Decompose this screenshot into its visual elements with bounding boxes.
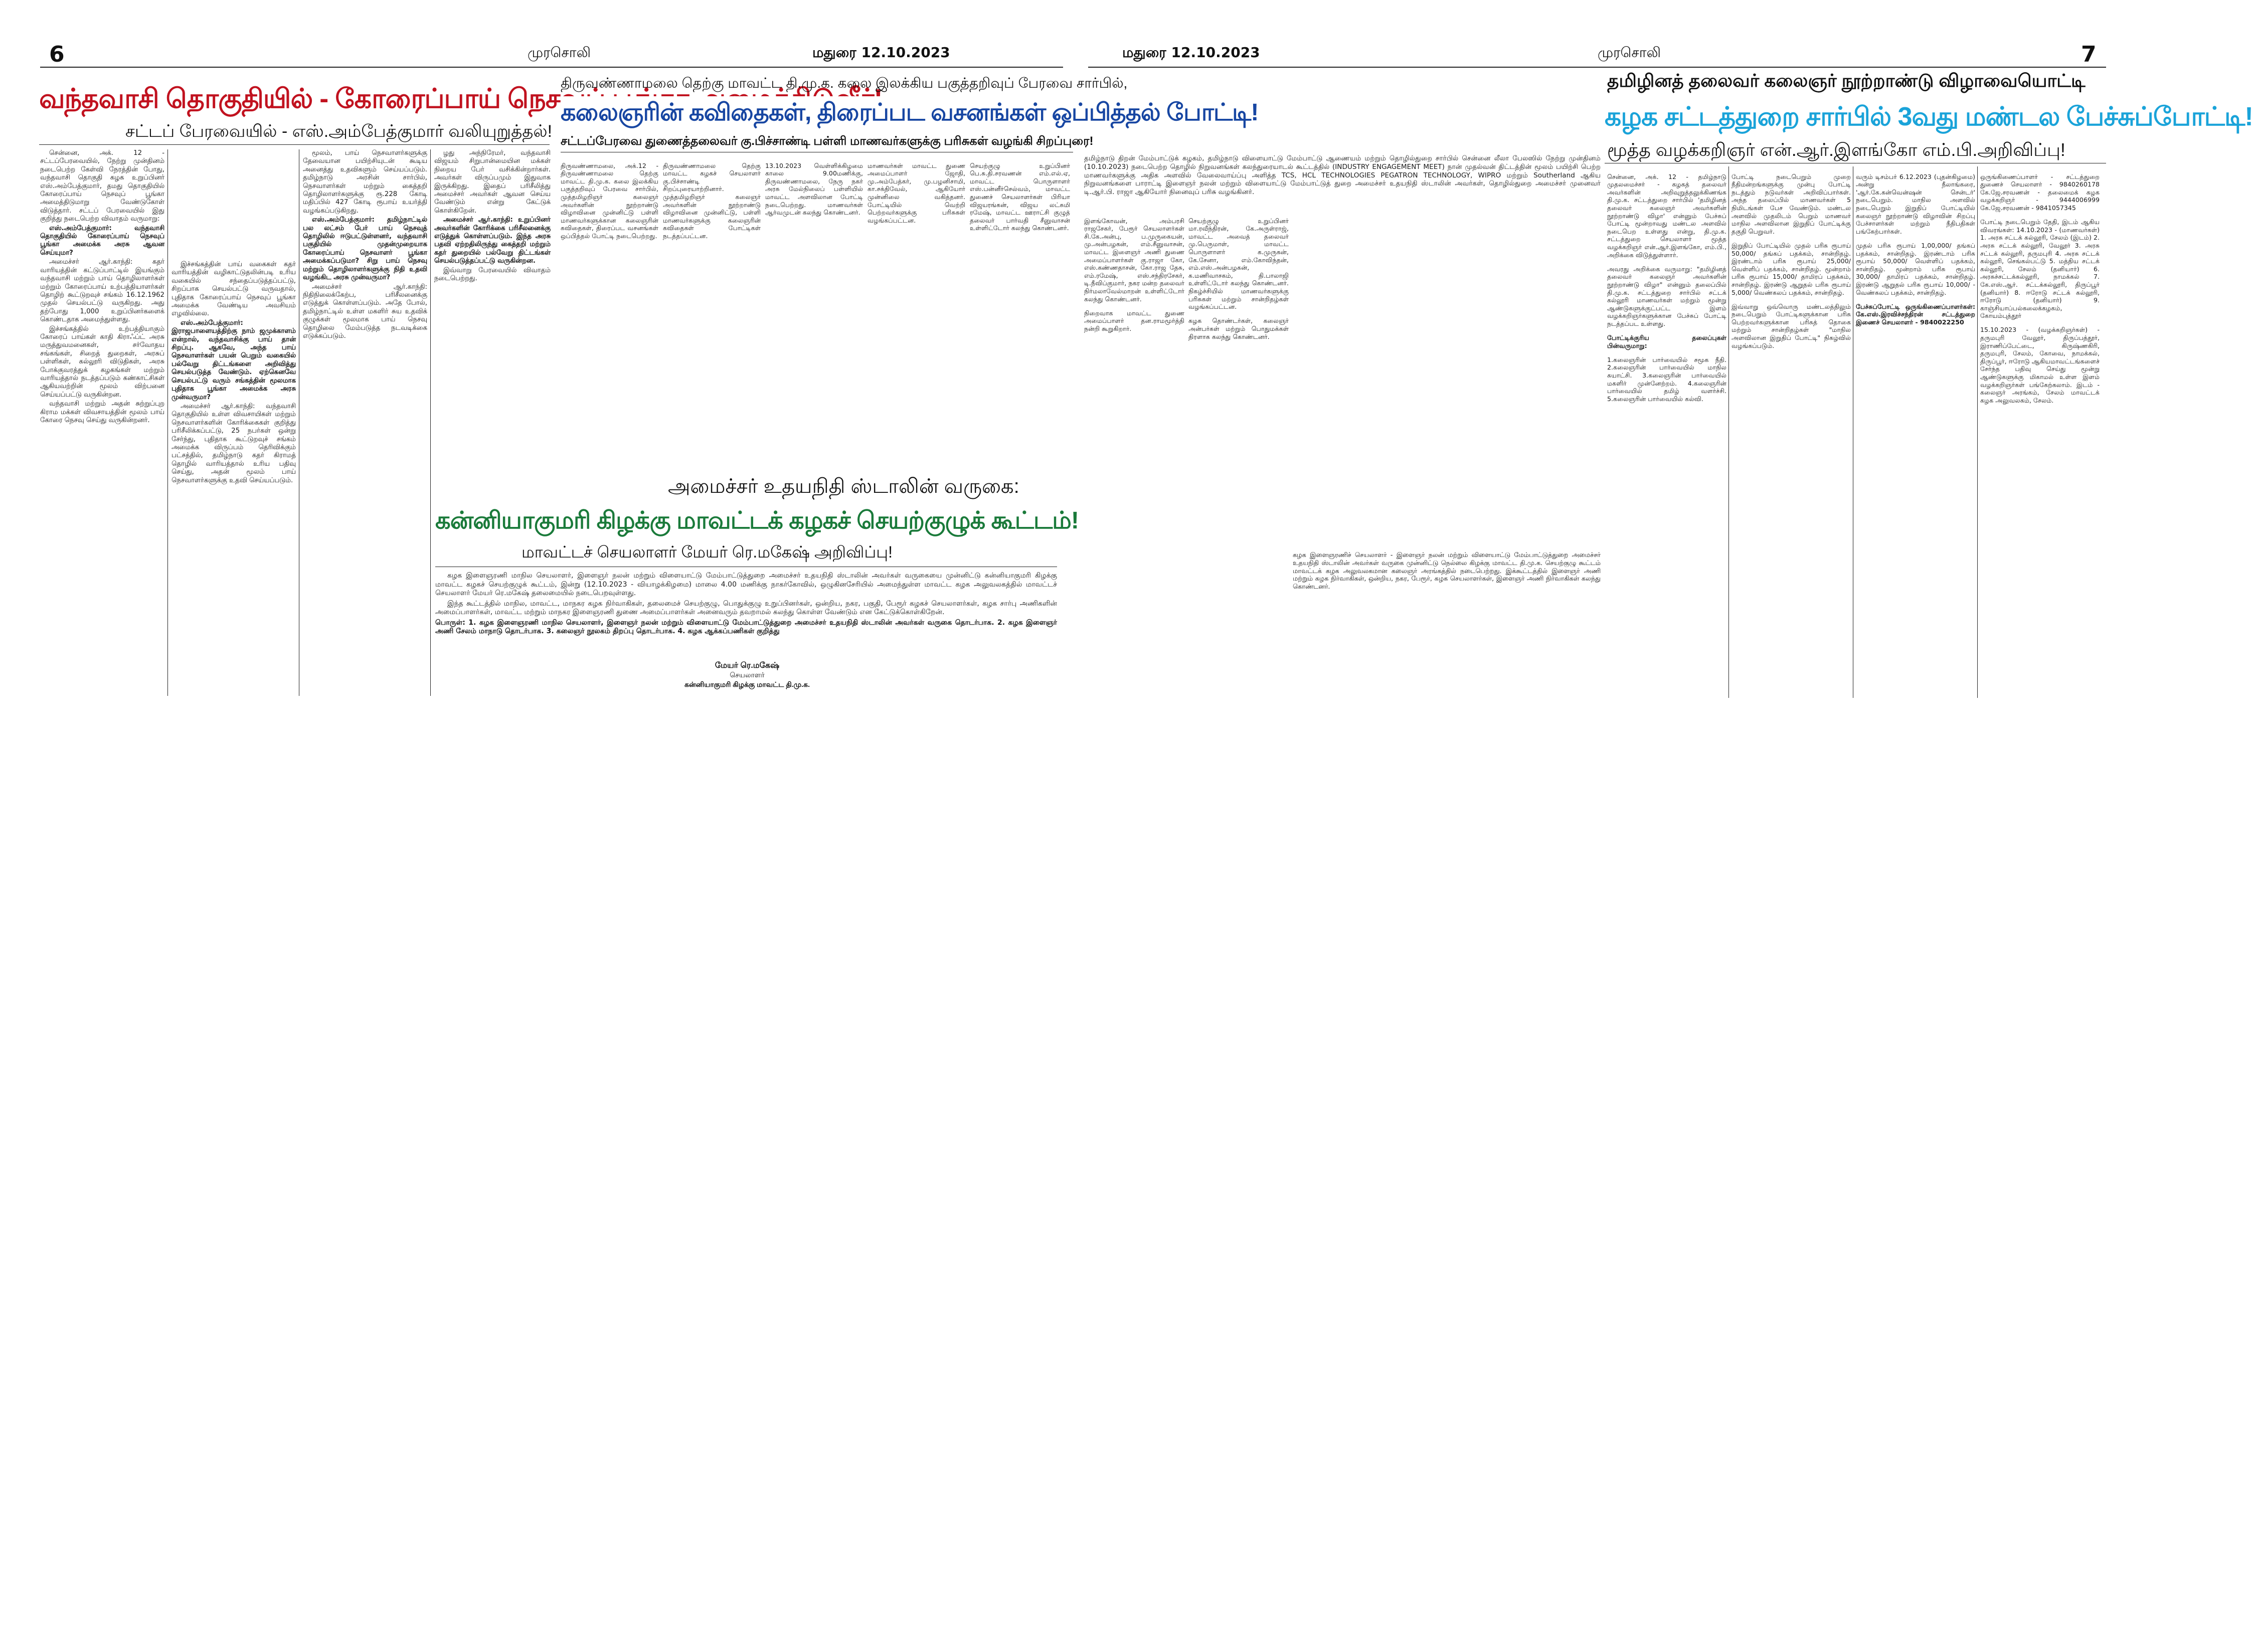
story2-subhead: சட்டப்பேரவை துணைத்தலைவர் கு.பிச்சாண்டி ப… [561,134,1094,148]
story3-body: கழக இளைஞரணி மாநில செயலாளர், இளைஞர் நலன் … [435,572,1057,657]
right-story2-paragraph: இவ்வாறு ஒவ்வொரு மண்டலத்திலும் நடைபெறும் … [1731,302,1851,349]
right-story2-paragraph: அவரது அறிக்கை வருமாறு: "தமிழினத் தலைவர் … [1607,265,1726,327]
column-rule [430,149,431,696]
story1-paragraph: மூலம், பாய் நெசவாளர்களுக்கு தேவையான பயிற… [303,149,427,215]
right-header-rule [1088,67,2106,68]
story3-kicker: அமைச்சர் உதயநிதி ஸ்டாலின் வருகை: [668,475,1019,497]
story1-headline: வந்தவாசி தொகுதியில் - கோரைப்பாய் நெசவுப்… [39,80,883,117]
right-story1-column-2: செயற்குழு உறுப்பினர் மா.ரவீந்திரன், கே.அ… [1188,211,1289,446]
column-rule [1977,166,1978,698]
left-page-number: 6 [49,42,65,67]
right-story2-paragraph: 15.10.2023 - (வழக்கறிஞர்கள்) - தருமபுரி … [1980,326,2100,404]
right-story2-paragraph: வரும் டிசம்பர் 6.12.2023 (புதன்கிழமை) அன… [1856,172,1975,235]
column-rule [167,149,168,696]
story1-paragraph: இச்சங்கத்தில் உற்பத்தியாகும் கோரைப் பாய்… [40,325,164,399]
story3-headline: கன்னியாகுமரி கிழக்கு மாவட்டக் கழகச் செயற… [435,503,1079,539]
right-story2-paragraph: போட்டிக்குரிய தலைப்புகள் பின்வருமாறு: [1607,334,1726,349]
right-story2-kicker: தமிழினத் தலைவர் கலைஞர் நூற்றாண்டு விழாவை… [1607,70,2086,91]
right-story2-headline: கழக சட்டத்துறை சார்பில் 3வது மண்டல பேச்ச… [1605,98,2253,135]
story2-column-2: திருவண்ணாமலை தெற்கு மாவட்ட கழகச் செயலாளர… [663,155,761,436]
right-story2-column-1: சென்னை, அக். 12 - தமிழ்நாடு முதலமைச்சர் … [1607,166,1726,698]
story2-kicker: திருவண்ணாமலை தெற்கு மாவட்ட தி.மு.க. கலை … [561,75,1128,91]
right-story2-column-3: வரும் டிசம்பர் 6.12.2023 (புதன்கிழமை) அன… [1856,166,1975,698]
story1-paragraph: ழது அந்நிரேமர், வந்தவாசி விஜயம் சிறுபான்… [434,149,551,215]
story1-column-2: இச்சங்கத்தின் பாய் வகைகள் கதர் வாரியத்தி… [171,261,296,697]
story1-paragraph: அமைச்சர் ஆர்.காந்தி: உறுப்பினர் அவர்களின… [434,216,551,265]
signature-role: செயலாளர் [730,671,765,679]
story3-paragraph: இந்த கூட்டத்தில் மாநில, மாவட்ட, மாநகர கழ… [435,599,1057,617]
right-story2-paragraph: ஒருங்கிணைப்பாளர் - சட்டத்துறை துணைச் செய… [1980,172,2100,212]
right-story1-intro: தமிழ்நாடு திறன் மேம்பாட்டுக் கழகம், தமிழ… [1084,154,1601,205]
story3-agenda: பொருள்: 1. கழக இளைஞரணி மாநில செயலாளர், இ… [435,618,1057,636]
story2-paragraph: திருவண்ணாமலை தெற்கு மாவட்ட கழகச் செயலாளர… [663,161,761,240]
story2-headline: கலைஞரின் கவிதைகள், திரைப்பட வசனங்கள் ஒப்… [561,96,1259,129]
right-story1-paragraph: செயற்குழு உறுப்பினர் மா.ரவீந்திரன், கே.அ… [1188,217,1289,311]
left-header-rule [40,67,1063,68]
right-masthead: முரசொலி [1598,44,1661,61]
story2-column-1: திருவண்ணாமலை, அக்.12 - திருவண்ணாமலை தெற்… [561,155,658,436]
right-story1-column-1: இளங்கோவன், அம்பரசி ராஜசேகர், பேரூர் செயல… [1084,211,1184,446]
right-story1-caption-text: கழக இளைஞரணிச் செயலாளர் - இளைஞர் நலன் மற்… [1293,552,1601,591]
story1-paragraph: இச்சங்கத்தின் பாய் வகைகள் கதர் வாரியத்தி… [171,261,296,318]
story1-paragraph: சென்னை, அக். 12 - சட்டப்பேரவையில், நேற்ற… [40,149,164,223]
story2-paragraph: மாணவர்கள் மாவட்ட துணை அமைப்பாளர் ஜோதி, ம… [868,161,965,224]
right-story1-paragraph: நிறைவாக மாவட்ட துணை அமைப்பாளர் தன.ராமமூர… [1084,309,1184,332]
story1-paragraph: எஸ்.அம்பேத்குமார்: இராஜபாளையத்திற்கு நாம… [171,319,296,401]
story1-paragraph: வந்தவாசி மற்றும் அதன் சுற்றுப்புற கிராம … [40,400,164,424]
right-story2-paragraph: போட்டி நடைபெறும் தேதி, இடம் ஆகிய விவரங்க… [1980,218,2100,320]
story3-subhead: மாவட்டச் செயலாளர் மேயர் ரெ.மகேஷ் அறிவிப்… [522,543,893,561]
story1-column-1: சென்னை, அக். 12 - சட்டப்பேரவையில், நேற்ற… [40,149,164,696]
story1-column-4: ழது அந்நிரேமர், வந்தவாசி விஜயம் சிறுபான்… [434,149,551,530]
story3-paragraph: கழக இளைஞரணி மாநில செயலாளர், இளைஞர் நலன் … [435,572,1057,597]
right-story2-column-4: ஒருங்கிணைப்பாளர் - சட்டத்துறை துணைச் செய… [1980,166,2100,698]
story1-paragraph: அமைச்சர் ஆர்.காந்தி: நிதிநிலைக்கேற்ப, பர… [303,283,427,340]
story2-column-3: 13.10.2023 வெள்ளிக்கிழமை காலை 9.00மணிக்க… [765,155,863,436]
story2-paragraph: செயற்குழு உறுப்பினர் பெ.சு.தி.சரவணன் எம்… [970,161,1070,232]
right-story2-paragraph: முதல் பரிசு ரூபாய் 1,00,000/ தங்கப் பதக்… [1856,241,1975,296]
story1-subhead: சட்டப் பேரவையில் - எஸ்.அம்பேத்குமார் வலி… [125,122,553,141]
right-story2-paragraph: 1.கலைஞரின் பார்வையில் சமூக நீதி. 2.கலைஞர… [1607,355,1726,403]
right-story2-subhead: மூத்த வழக்கறிஞர் என்.ஆர்.இளங்கோ எம்.பி.அ… [1607,139,2065,160]
story2-paragraph: திருவண்ணாமலை, அக்.12 - திருவண்ணாமலை தெற்… [561,161,658,240]
left-masthead: முரசொலி [528,44,591,61]
story1-paragraph: அமைச்சர் ஆர்.காந்தி: வந்தவாசி தொகுதியில்… [171,402,296,484]
right-story1-paragraph: தமிழ்நாடு திறன் மேம்பாட்டுக் கழகம், தமிழ… [1084,154,1601,197]
right-story2-paragraph: சென்னை, அக். 12 - தமிழ்நாடு முதலமைச்சர் … [1607,172,1726,259]
story2-paragraph: 13.10.2023 வெள்ளிக்கிழமை காலை 9.00மணிக்க… [765,161,863,217]
column-rule [1728,166,1729,698]
story1-paragraph: எஸ்.அம்பேத்குமார்: வந்தவாசி தொகுதியில் க… [40,224,164,257]
signature-district: கன்னியாகுமரி கிழக்கு மாவட்ட தி.மு.க. [684,680,810,688]
right-dateline: மதுரை 12.10.2023 [1122,44,1260,61]
story1-rule [39,144,550,145]
story1-paragraph: இவ்வாறு பேரவையில் விவாதம் நடைபெற்றது. [434,266,551,283]
right-page-number: 7 [2081,42,2097,67]
story1-column-3: மூலம், பாய் நெசவாளர்களுக்கு தேவையான பயிற… [303,149,427,696]
right-story2-column-2: போட்டி நடைபெறும் முறை நீதிமன்றங்களுக்கு … [1731,166,1851,698]
right-story1-paragraph: இளங்கோவன், அம்பரசி ராஜசேகர், பேரூர் செயல… [1084,217,1184,303]
left-dateline: மதுரை 12.10.2023 [812,44,950,61]
story1-paragraph: எஸ்.அம்பேத்குமார்: தமிழ்நாட்டில் பல லட்ச… [303,216,427,282]
right-story2-paragraph: இறுதிப் போட்டியில் முதல் பரிசு ரூபாய் 50… [1731,241,1851,296]
right-story2-paragraph: போட்டி நடைபெறும் முறை நீதிமன்றங்களுக்கு … [1731,172,1851,235]
story1-paragraph: அமைச்சர் ஆர்.காந்தி: கதர் வாரியத்தின் கட… [40,258,164,324]
right-story2-paragraph: பேச்சுப்போட்டி ஒருங்கிணைப்பாளர்கள்: கே.எ… [1856,302,1975,326]
story2-column-5: செயற்குழு உறுப்பினர் பெ.சு.தி.சரவணன் எம்… [970,155,1070,436]
signature-name: மேயர் ரெ.மகேஷ் [715,661,780,670]
story3-signature-block: மேயர் ரெ.மகேஷ் செயலாளர் கன்னியாகுமரி கிழ… [627,661,868,690]
story2-column-4: மாணவர்கள் மாவட்ட துணை அமைப்பாளர் ஜோதி, ம… [868,155,965,436]
right-story1-paragraph: கழக தொண்டர்கள், கலைஞர் அன்பர்கள் மற்றும்… [1188,317,1289,340]
right-story1-caption: கழக இளைஞரணிச் செயலாளர் - இளைஞர் நலன் மற்… [1293,552,1601,612]
